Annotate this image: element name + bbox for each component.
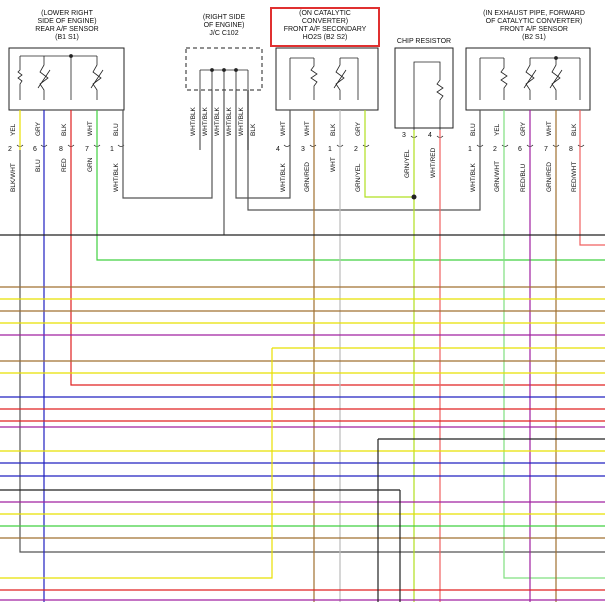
- b2s1-color-1: BLU: [470, 123, 477, 136]
- b1s1-color-4: WHT: [87, 121, 94, 136]
- b2s1-pin-2: 2: [493, 146, 497, 153]
- b1s1-internal: [17, 54, 104, 100]
- title-line: (ON CATALYTIC: [299, 10, 351, 17]
- wire-red-b1s1: [70, 110, 605, 386]
- wires: [0, 90, 605, 602]
- title-line: SIDE OF ENGINE): [37, 18, 97, 25]
- wire-grnwht-b2s1: [503, 110, 605, 579]
- title-line: CHIP RESISTOR: [396, 38, 452, 45]
- b2s1-wire-3: RED/BLU: [520, 163, 527, 192]
- title-line: J/C C102: [209, 30, 239, 37]
- b2s1-color-4: WHT: [546, 121, 553, 136]
- b1s1-pin-3: 8: [59, 146, 63, 153]
- b2s1-internal: [479, 56, 581, 100]
- b1s1-pin-5: 1: [110, 146, 114, 153]
- title-line: (IN EXHAUST PIPE, FORWARD: [483, 10, 585, 17]
- b2s1-pin-1: 1: [468, 146, 472, 153]
- c102-color-6: BLK: [250, 123, 257, 136]
- b2s1-wire-2: GRN/WHT: [494, 160, 501, 192]
- b2s1-wire-1: WHT/BLK: [470, 163, 477, 192]
- b2s2-pin-1: 4: [276, 146, 280, 153]
- chip-wire-1: GRN/YEL: [404, 149, 411, 178]
- chip-wire-2: WHT/RED: [430, 147, 437, 178]
- b2s1-sensor-box: [465, 47, 591, 111]
- b1s1-color-2: GRY: [35, 122, 42, 136]
- b2s1-wire-5: RED/WHT: [571, 161, 578, 192]
- wire-c102-5: [247, 110, 481, 211]
- wire-grn-b1s1: [96, 110, 605, 261]
- chip-pin-1: 3: [402, 132, 406, 139]
- b2s1-pin-5: 8: [569, 146, 573, 153]
- b1s1-wire-4: GRN: [87, 157, 94, 172]
- b2s2-title: (ON CATALYTIC CONVERTER) FRONT A/F SECON…: [272, 10, 378, 42]
- wire-whtblk-b1s1: [122, 90, 213, 199]
- chip-internal: [413, 61, 444, 130]
- b2s1-pin-4: 7: [544, 146, 548, 153]
- c102-color-5: WHT/BLK: [238, 107, 245, 136]
- b2s2-wire-2: GRN/RED: [304, 162, 311, 192]
- title-line: (LOWER RIGHT: [41, 10, 93, 17]
- b2s1-color-5: BLK: [571, 123, 578, 136]
- b2s2-internal: [289, 57, 359, 100]
- title-line: OF ENGINE): [203, 22, 245, 29]
- bus-drop-1: [0, 348, 273, 579]
- splice-point: [411, 194, 417, 200]
- b2s2-pin-2: 3: [301, 146, 305, 153]
- b2s1-color-2: YEL: [494, 123, 501, 136]
- c102-color-2: WHT/BLK: [202, 107, 209, 136]
- b1s1-pin-4: 7: [85, 146, 89, 153]
- b2s1-title: (IN EXHAUST PIPE, FORWARD OF CATALYTIC C…: [470, 10, 598, 42]
- title-line: OF CATALYTIC CONVERTER): [485, 18, 583, 25]
- b2s2-pin-4: 2: [354, 146, 358, 153]
- title-line: CONVERTER): [301, 18, 349, 25]
- wire-c102-4: [235, 90, 291, 199]
- connector-terminals: [16, 135, 585, 147]
- b2s1-color-3: GRY: [520, 122, 527, 136]
- c102-title: (RIGHT SIDE OF ENGINE) J/C C102: [190, 14, 258, 38]
- b2s2-color-2: WHT: [304, 121, 311, 136]
- b1s1-pin-2: 6: [33, 146, 37, 153]
- b2s2-color-1: WHT: [280, 121, 287, 136]
- chip-title: CHIP RESISTOR: [388, 38, 460, 46]
- c102-color-3: WHT/BLK: [214, 107, 221, 136]
- b1s1-title: (LOWER RIGHT SIDE OF ENGINE) REAR A/F SE…: [26, 10, 108, 42]
- wire-blkwht: [19, 150, 605, 553]
- title-line: (B1 S1): [55, 34, 79, 41]
- title-line: REAR A/F SENSOR: [35, 26, 99, 33]
- title-line: (B2 S1): [522, 34, 546, 41]
- b2s2-wire-4: GRN/YEL: [355, 163, 362, 192]
- b1s1-color-3: BLK: [61, 123, 68, 136]
- title-line: (RIGHT SIDE: [202, 14, 246, 21]
- c102-color-4: WHT/BLK: [226, 107, 233, 136]
- b1s1-pin-1: 2: [8, 146, 12, 153]
- chip-pin-2: 4: [428, 132, 432, 139]
- b1s1-wire-1: BLK/WHT: [10, 163, 17, 192]
- b1s1-sensor-box: [8, 47, 125, 111]
- title-line: FRONT A/F SECONDARY: [283, 26, 367, 33]
- title-line: FRONT A/F SENSOR: [500, 26, 568, 33]
- b2s2-color-4: GRY: [355, 122, 362, 136]
- c102-color-1: WHT/BLK: [190, 107, 197, 136]
- wire-redwht-b2s1: [579, 110, 605, 246]
- b2s2-pin-3: 1: [328, 146, 332, 153]
- chip-resistor-box: [394, 47, 454, 129]
- b2s2-wire-3: WHT: [330, 157, 337, 172]
- title-line: HO2S (B2 S2): [302, 34, 348, 41]
- b2s2-highlight: [270, 7, 380, 47]
- b1s1-wire-2: BLU: [35, 159, 42, 172]
- b1s1-color-1: YEL: [10, 123, 17, 136]
- b1s1-wire-5: WHT/BLK: [113, 163, 120, 192]
- b1s1-color-5: BLU: [113, 123, 120, 136]
- b2s2-wire-1: WHT/BLK: [280, 163, 287, 192]
- b2s2-sensor-box: [275, 47, 379, 111]
- b2s1-pin-3: 6: [518, 146, 522, 153]
- b1s1-wire-3: RED: [61, 158, 68, 172]
- b2s1-wire-4: GRN/RED: [546, 162, 553, 192]
- wire-grnyel-b2s2: [364, 110, 414, 198]
- b2s2-color-3: BLK: [330, 123, 337, 136]
